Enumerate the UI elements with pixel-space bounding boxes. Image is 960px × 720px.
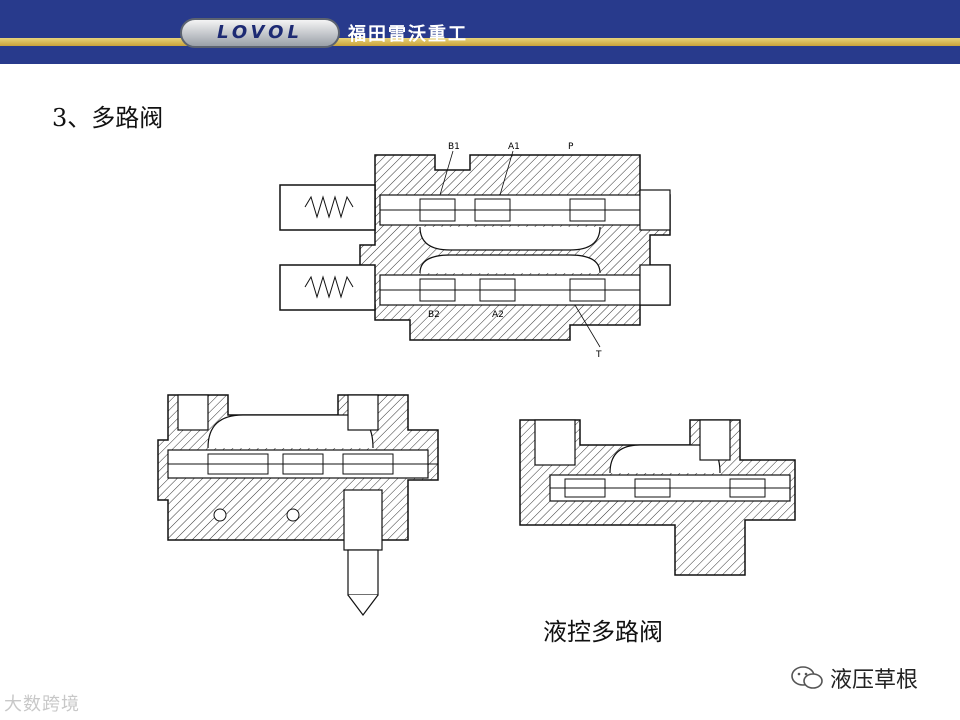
port-label-p: P	[568, 142, 574, 152]
lower-spool	[380, 278, 640, 302]
spool-pilot	[550, 478, 790, 498]
lovol-logo: LOVOL	[180, 18, 340, 48]
header-band: LOVOL 福田雷沃重工	[0, 0, 960, 64]
watermark-text: 大数跨境	[4, 694, 80, 715]
relief-valve-drawing	[157, 394, 439, 616]
port-label-a1: A1	[508, 142, 520, 152]
port-label-b2: B2	[428, 310, 440, 320]
lovol-logo-text: LOVOL	[217, 22, 303, 43]
upper-spring-cap	[279, 184, 376, 231]
right-end-cap-lower	[639, 264, 671, 306]
mount-hole-2	[286, 508, 300, 522]
wechat-account-name: 液压草根	[830, 668, 919, 693]
upper-spool	[380, 198, 640, 222]
port-label-b1: B1	[448, 142, 460, 152]
relief-cartridge	[343, 489, 383, 551]
port-label-t: T	[595, 350, 602, 360]
pilot-spring-chamber	[534, 419, 576, 466]
pilot-valve-drawing	[519, 419, 796, 576]
section-title: 3、多路阀	[52, 104, 164, 132]
upper-passage	[419, 226, 601, 251]
multiway-valve-drawing: B1 A1 P B2 A2 T	[279, 142, 671, 360]
company-name: 福田雷沃重工	[348, 24, 468, 45]
port-label-a2: A2	[492, 310, 504, 320]
lower-spring	[304, 275, 354, 299]
lower-passage	[419, 254, 601, 274]
pilot-plug	[699, 419, 731, 461]
top-plug-left	[177, 394, 209, 431]
wechat-badge: 液压草根	[790, 662, 918, 694]
upper-spring	[304, 195, 354, 219]
mount-hole-1	[213, 508, 227, 522]
header-gold-stripe	[0, 38, 960, 46]
relief-tip	[347, 594, 379, 616]
relief-adjuster	[347, 549, 379, 596]
passage-left	[207, 414, 374, 449]
lower-spring-cap	[279, 264, 376, 311]
diagram-caption: 液控多路阀	[543, 618, 663, 646]
spool-left	[168, 453, 438, 475]
top-plug-right	[347, 394, 379, 431]
wechat-icon	[791, 666, 823, 689]
right-end-cap-upper	[639, 189, 671, 231]
